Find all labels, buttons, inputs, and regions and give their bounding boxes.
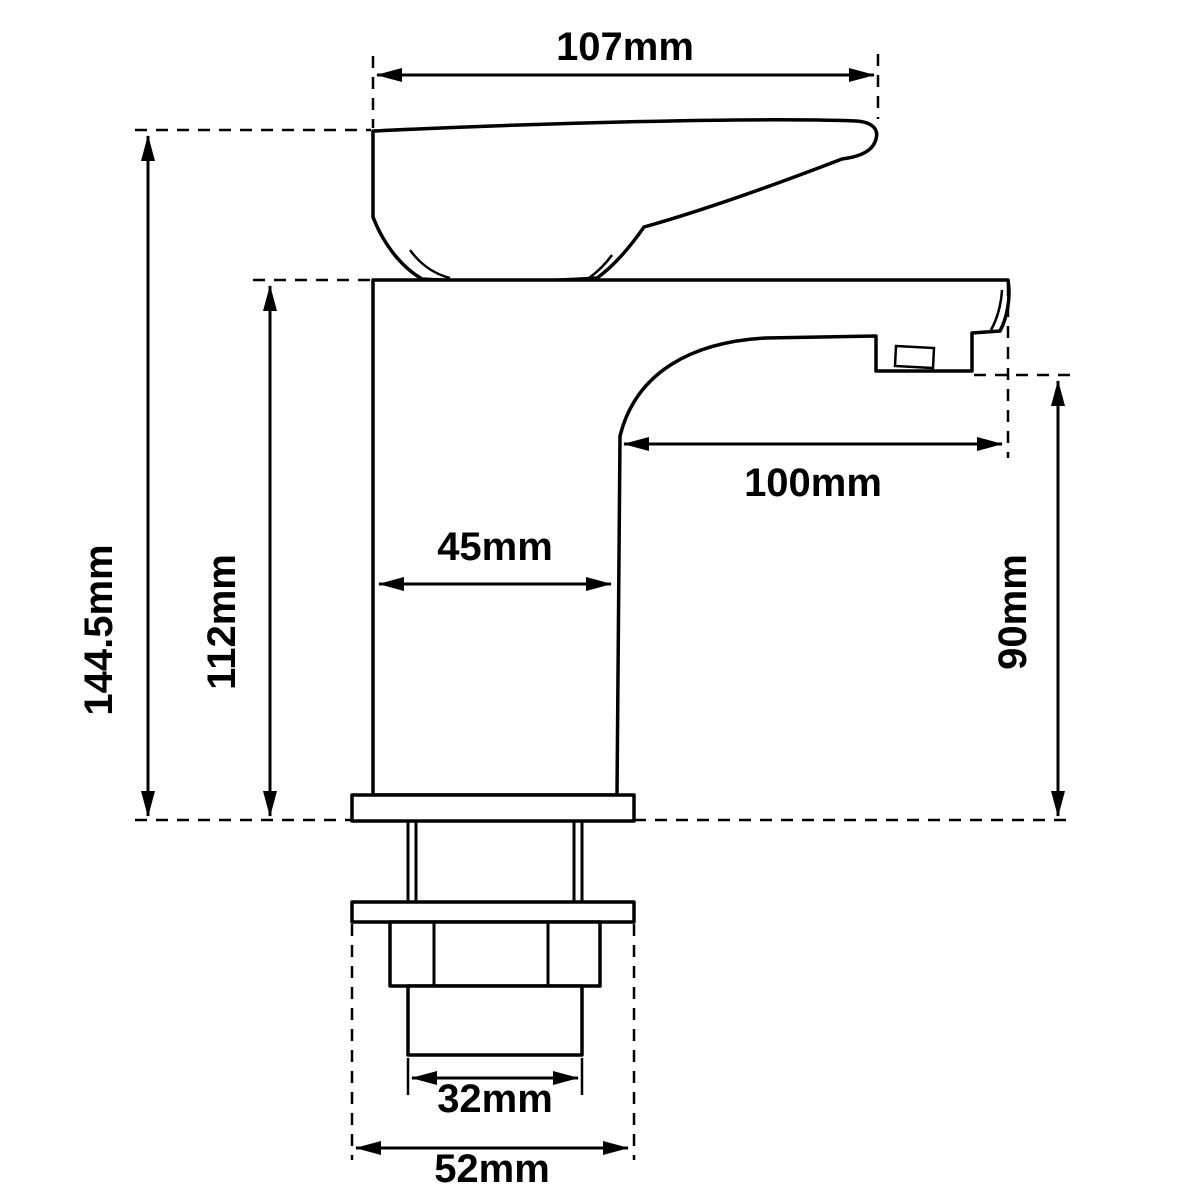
dimension-label-112mm: 112mm xyxy=(200,554,244,690)
dimension-label-144-5mm: 144.5mm xyxy=(77,544,121,715)
extension-lines xyxy=(135,54,1072,1160)
dimension-label-45mm: 45mm xyxy=(437,525,553,569)
dimension-label-107mm: 107mm xyxy=(556,25,694,69)
mounting-washer xyxy=(350,900,636,924)
dimension-label-52mm: 52mm xyxy=(434,1147,550,1191)
ext-shank-bottom xyxy=(406,1058,584,1095)
aerator-detail xyxy=(893,344,936,370)
dimension-label-32mm: 32mm xyxy=(437,1077,553,1121)
threaded-shank xyxy=(406,984,584,1057)
dimension-label-90mm: 90mm xyxy=(991,554,1035,670)
mounting-nut xyxy=(388,920,602,988)
base-flange xyxy=(350,793,636,823)
pipe-lines xyxy=(406,821,584,902)
dimension-base-width: 52mm xyxy=(355,1141,629,1191)
handle-neck-highlight-left xyxy=(408,249,451,280)
faucet-outline xyxy=(350,118,1011,1057)
tap-handle xyxy=(371,118,879,283)
dimension-shank-width: 32mm xyxy=(411,1071,579,1121)
dimension-handle-length: 107mm xyxy=(376,25,875,82)
spout-tip-inner-line xyxy=(989,289,1004,331)
dimension-overall-height: 144.5mm xyxy=(77,135,155,817)
nut-face-lines xyxy=(432,922,550,986)
dimension-label-100mm: 100mm xyxy=(744,461,882,505)
handle-neck-highlight-right xyxy=(588,254,614,280)
dimension-spout-reach: 100mm xyxy=(623,437,1003,505)
dimension-body-height: 112mm xyxy=(200,285,277,817)
dimension-body-width: 45mm xyxy=(378,525,612,591)
dimension-spout-height: 90mm xyxy=(991,380,1065,817)
